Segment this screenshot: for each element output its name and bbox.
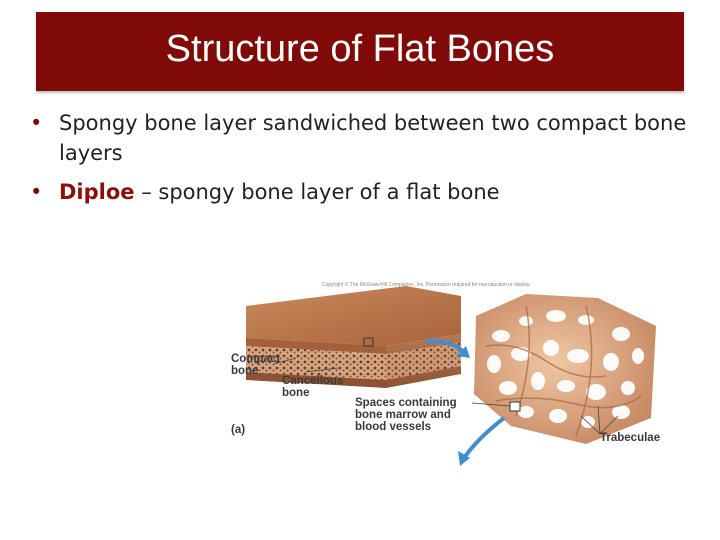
compact-bone-label: Compact bone	[231, 353, 281, 377]
cancellous-bone-label: Cancellous bone	[282, 375, 344, 399]
bullet-item: • Diploe – spongy bone layer of a flat b…	[30, 177, 690, 207]
magnify-arrow	[425, 339, 466, 354]
compact-bone-upper-layer	[246, 338, 386, 354]
marrow-spaces-label: Spaces containing bone marrow and blood …	[355, 397, 457, 433]
cancellous-layer	[246, 346, 386, 380]
magnified-region-box	[363, 337, 374, 347]
compact-bone-top	[246, 286, 461, 346]
bullet-term: Diploe	[59, 180, 135, 204]
bullet-item: • Spongy bone layer sandwiched between t…	[30, 108, 690, 168]
compact-bone-lower-layer	[246, 372, 386, 388]
title-bar: Structure of Flat Bones	[36, 12, 684, 91]
panel-label: (a)	[231, 424, 246, 436]
bullet-text: Spongy bone layer sandwiched between two…	[59, 111, 687, 165]
spongy-bone-block	[474, 294, 656, 444]
bullet-marker: •	[30, 180, 43, 204]
detail-arrow	[462, 416, 506, 460]
bullet-text: – spongy bone layer of a flat bone	[134, 180, 500, 204]
flat-bone-illustration	[246, 286, 656, 466]
copyright-notice: Copyright © The McGraw-Hill Companies, I…	[322, 282, 531, 288]
bullet-list: • Spongy bone layer sandwiched between t…	[30, 108, 690, 216]
bullet-marker: •	[30, 111, 43, 135]
slide-title: Structure of Flat Bones	[165, 28, 555, 70]
trabeculae-label: Trabeculae	[600, 432, 661, 444]
